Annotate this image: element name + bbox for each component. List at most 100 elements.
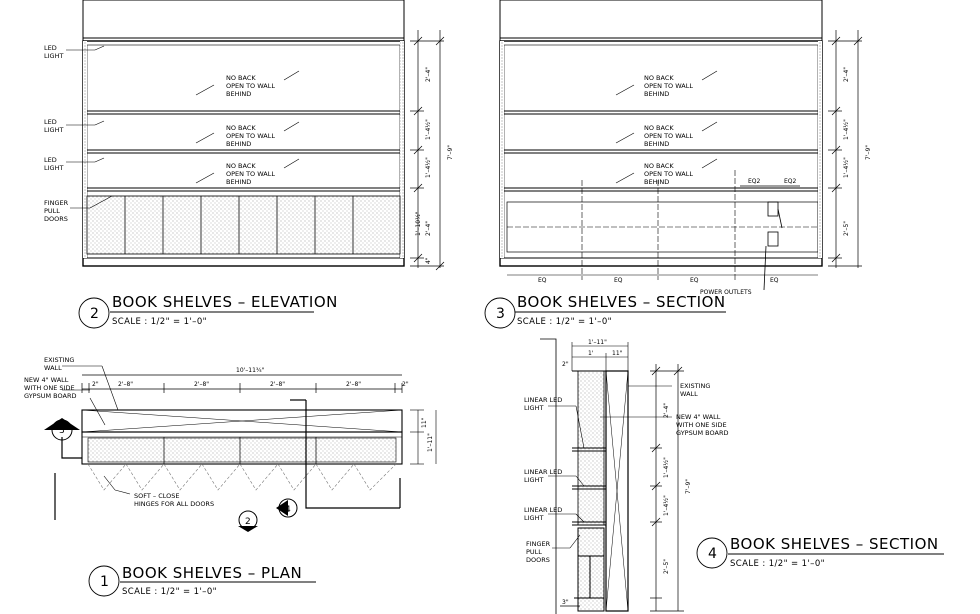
sec4-dim-1: 2'–4" <box>663 403 670 418</box>
sec4-dim-4: 2'–5" <box>663 559 670 574</box>
note3-open-wall-3: OPEN TO WALL <box>644 170 693 178</box>
plan-existing: EXISTING <box>44 356 74 364</box>
note-no-back-1: NO BACK <box>226 74 256 82</box>
sec4-wall: WALL <box>680 390 698 398</box>
note3-behind-1: BEHIND <box>644 90 669 98</box>
plan-dim-2: 2'–8" <box>118 381 133 388</box>
note-open-wall-3: OPEN TO WALL <box>226 170 275 178</box>
plan-soft-close: SOFT – CLOSE <box>134 492 180 500</box>
eq2-2: EQ2 <box>784 178 797 185</box>
section3-number: 3 <box>496 306 505 322</box>
plan-dim-3: 2'–8" <box>194 381 209 388</box>
section3-title: BOOK SHELVES – SECTION <box>517 293 726 311</box>
sec4-top-dim-1: 1'–11" <box>588 339 607 346</box>
plan-callout-3: 3 <box>59 426 65 436</box>
dim-elev-5: 2'–4" <box>425 221 432 236</box>
sec4-led-2b: LIGHT <box>524 476 543 484</box>
plan-gypsum: GYPSUM BOARD <box>24 392 76 400</box>
note3-open-wall-2: OPEN TO WALL <box>644 132 693 140</box>
plan-title: BOOK SHELVES – PLAN <box>122 564 302 582</box>
note-no-back-2: NO BACK <box>226 124 256 132</box>
sec4-led-3a: LINEAR LED <box>524 506 562 514</box>
note3-behind-3: BEHIND <box>644 178 669 186</box>
label-led-light-1b: LIGHT <box>44 52 63 60</box>
label-led-light-2b: LIGHT <box>44 126 63 134</box>
sec4-top-dim-2: 1' <box>588 350 594 357</box>
eq-1: EQ <box>538 277 547 284</box>
label-led-light-2a: LED <box>44 118 57 126</box>
sec4-finger: FINGER <box>526 540 551 548</box>
plan-hinges: HINGES FOR ALL DOORS <box>134 500 214 508</box>
sec4-top-dim-4: 2" <box>562 361 569 368</box>
dim-elev-4: 1'–10½" <box>415 211 422 236</box>
elevation-number: 2 <box>90 306 99 322</box>
plan-callout-4: 4 <box>285 505 291 515</box>
note3-no-back-2: NO BACK <box>644 124 674 132</box>
section-3-view: NO BACK OPEN TO WALL BEHIND NO BACK OPEN… <box>484 0 872 329</box>
section4-scale: SCALE : 1/2" = 1'–0" <box>730 559 825 569</box>
dim-elev-1: 2'–4" <box>425 67 432 82</box>
sec4-led-2a: LINEAR LED <box>524 468 562 476</box>
dim3-1: 2'–4" <box>843 67 850 82</box>
plan-number: 1 <box>100 574 109 590</box>
sec4-one-side: WITH ONE SIDE <box>676 421 727 429</box>
sec4-dim-2: 1'–4½" <box>663 457 670 478</box>
dim3-3: 1'–4½" <box>843 157 850 178</box>
note-behind-3: BEHIND <box>226 178 251 186</box>
elevation-title: BOOK SHELVES – ELEVATION <box>112 293 338 311</box>
label-led-light-1a: LED <box>44 44 57 52</box>
eq-4: EQ <box>770 277 779 284</box>
sec4-dim-overall: 7'–9" <box>685 479 692 494</box>
plan-callout-2: 2 <box>245 517 251 527</box>
eq-2: EQ <box>614 277 623 284</box>
dim-elev-2: 1'–4½" <box>425 119 432 140</box>
note3-no-back-3: NO BACK <box>644 162 674 170</box>
plan-dim-7: 11" <box>421 417 428 428</box>
plan-one-side: WITH ONE SIDE <box>24 384 75 392</box>
dim3-4: 2'–5" <box>843 221 850 236</box>
sec4-dim-3: 1'–4½" <box>663 495 670 516</box>
label-led-light-3a: LED <box>44 156 57 164</box>
plan-dim-6: 2" <box>402 381 409 388</box>
plan-wall: WALL <box>44 364 62 372</box>
note3-no-back-1: NO BACK <box>644 74 674 82</box>
power-outlets-label: POWER OUTLETS <box>700 289 752 296</box>
sec4-led-3b: LIGHT <box>524 514 543 522</box>
section-4-view: 1'–11" 1' 11" 2" EXISTING WALL NEW 4" WA… <box>524 338 944 614</box>
label-finger-pull-b: PULL <box>44 207 60 215</box>
section3-scale: SCALE : 1/2" = 1'–0" <box>517 317 612 327</box>
sec4-dim-bottom: 3" <box>562 599 569 606</box>
dim3-2: 1'–4½" <box>843 119 850 140</box>
eq-3: EQ <box>690 277 699 284</box>
plan-view: 10'–11¾" 2" 2'–8" 2'–8" 2'–8" 2'–8" 2" <box>24 356 437 597</box>
elevation-scale: SCALE : 1/2" = 1'–0" <box>112 317 207 327</box>
sec4-new-wall: NEW 4" WALL <box>676 413 721 421</box>
label-finger-pull-c: DOORS <box>44 215 68 223</box>
dim-elev-overall: 7'–9" <box>447 145 454 160</box>
label-led-light-3b: LIGHT <box>44 164 63 172</box>
section4-number: 4 <box>708 546 717 562</box>
dim-elev-3: 1'–4½" <box>425 157 432 178</box>
note-no-back-3: NO BACK <box>226 162 256 170</box>
plan-dim-5: 2'–8" <box>346 381 361 388</box>
sec4-pull: PULL <box>526 548 542 556</box>
note3-behind-2: BEHIND <box>644 140 669 148</box>
sec4-existing: EXISTING <box>680 382 710 390</box>
section4-title: BOOK SHELVES – SECTION <box>730 535 939 553</box>
plan-dim-4: 2'–8" <box>270 381 285 388</box>
note3-open-wall-1: OPEN TO WALL <box>644 82 693 90</box>
note-open-wall-1: OPEN TO WALL <box>226 82 275 90</box>
sec4-gypsum: GYPSUM BOARD <box>676 429 728 437</box>
note-behind-2: BEHIND <box>226 140 251 148</box>
sec4-led-1a: LINEAR LED <box>524 396 562 404</box>
plan-overall-dim: 10'–11¾" <box>236 367 265 374</box>
note-behind-1: BEHIND <box>226 90 251 98</box>
plan-dim-8: 1'–11" <box>427 433 434 452</box>
dim-elev-6: 4" <box>425 257 432 264</box>
plan-new-wall: NEW 4" WALL <box>24 376 69 384</box>
eq2-1: EQ2 <box>748 178 761 185</box>
elevation-view: LED LIGHT LED LIGHT LED LIGHT FINGER PUL… <box>44 0 454 329</box>
sec4-top-dim-3: 11" <box>612 350 623 357</box>
plan-scale: SCALE : 1/2" = 1'–0" <box>122 587 217 597</box>
